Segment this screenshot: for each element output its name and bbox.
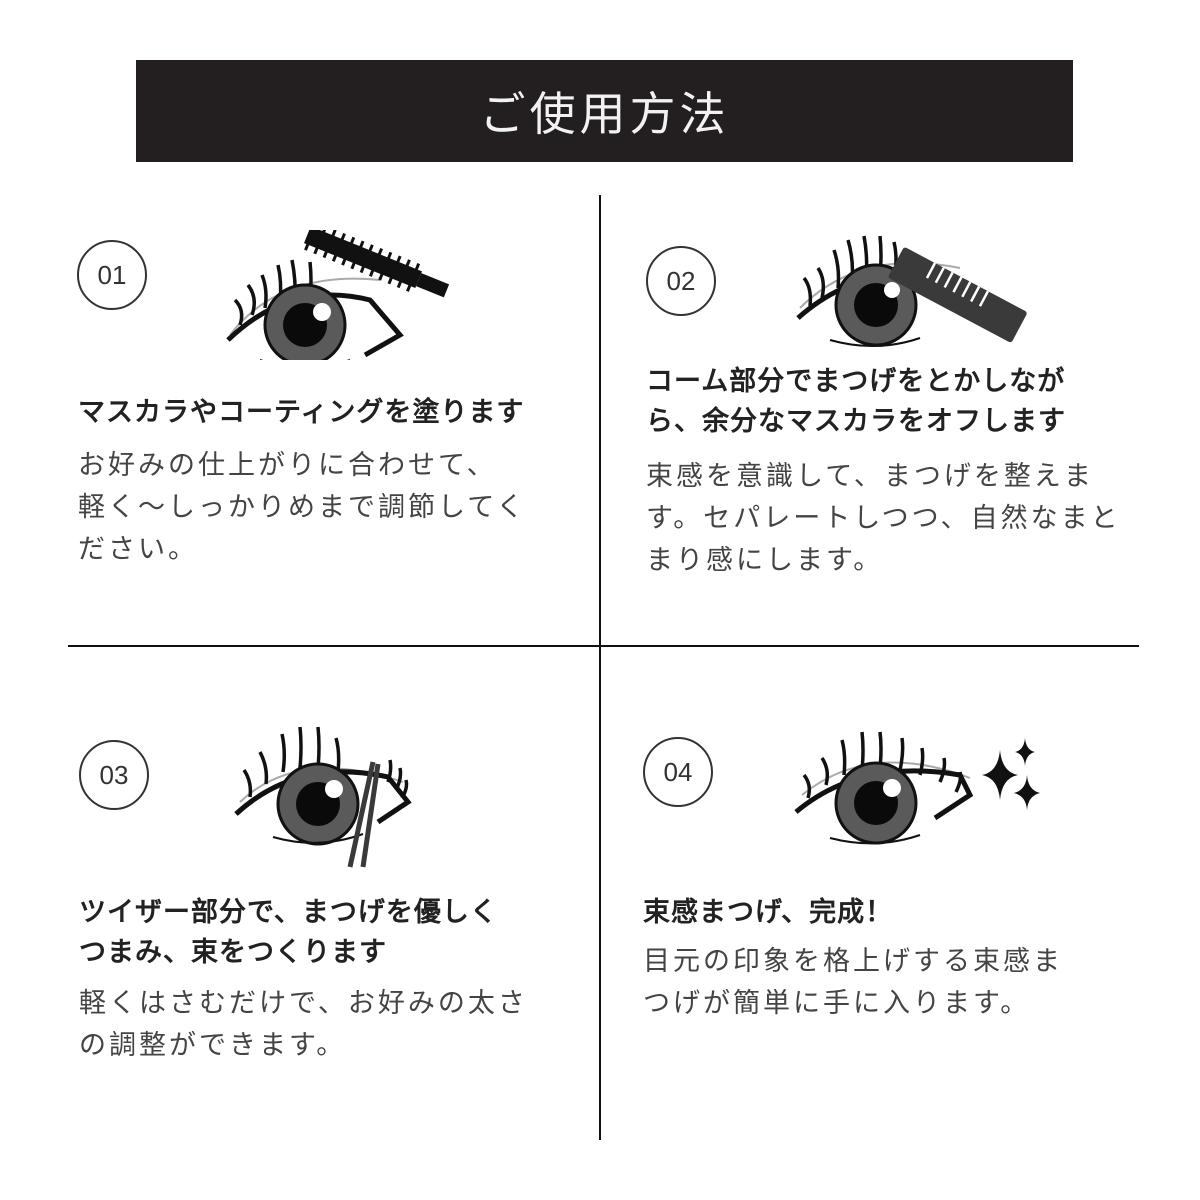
title-banner: ご使用方法 bbox=[136, 60, 1073, 162]
eye-with-tweezers-icon bbox=[234, 726, 412, 868]
step-number-badge: 01 bbox=[77, 240, 147, 310]
horizontal-divider bbox=[68, 645, 1139, 647]
step-number-badge: 04 bbox=[643, 737, 713, 807]
step-heading: ツイザー部分で、まつげを優しく つまみ、束をつくります bbox=[79, 897, 498, 968]
vertical-divider bbox=[599, 195, 601, 1140]
step-number-badge: 02 bbox=[646, 246, 716, 316]
step-description: 軽くはさむだけで、お好みの太さ の調整ができます。 bbox=[79, 988, 528, 1061]
step-heading: 束感まつげ、完成！ bbox=[643, 897, 894, 928]
eye-with-mascara-wand-icon bbox=[226, 230, 450, 360]
step-description: 束感を意識して、まつげを整えま す。セパレートしつつ、自然なまと まり感にします… bbox=[646, 461, 1121, 576]
step-heading: マスカラやコーティングを塗ります bbox=[78, 397, 525, 428]
step-description: お好みの仕上がりに合わせて、 軽く〜しっかりめまで調節してく ださい。 bbox=[78, 450, 527, 565]
page-title: ご使用方法 bbox=[479, 87, 730, 141]
step-description: 目元の印象を格上げする束感ま つげが簡単に手に入ります。 bbox=[643, 946, 1063, 1019]
step-heading: コーム部分でまつげをとかしなが ら、余分なマスカラをオフします bbox=[646, 366, 1066, 437]
eye-with-sparkles-icon bbox=[794, 731, 1040, 845]
step-number-badge: 03 bbox=[79, 740, 149, 810]
eye-with-comb-icon bbox=[796, 235, 1027, 347]
